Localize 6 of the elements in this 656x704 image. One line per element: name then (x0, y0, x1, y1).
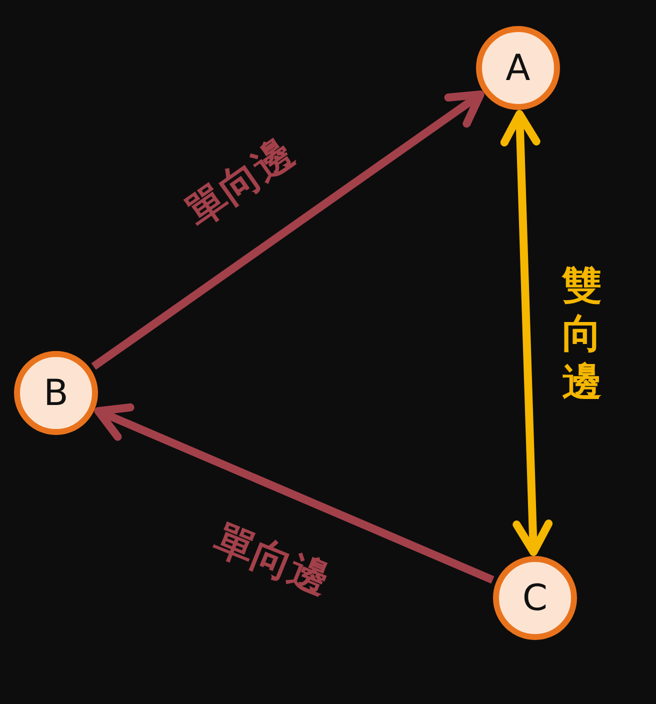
arrow (500, 110, 553, 556)
node-circle: B (14, 351, 98, 435)
arrow (91, 90, 484, 370)
node-circle: A (476, 26, 560, 110)
arrow (94, 403, 494, 584)
node-circle: C (493, 556, 577, 640)
